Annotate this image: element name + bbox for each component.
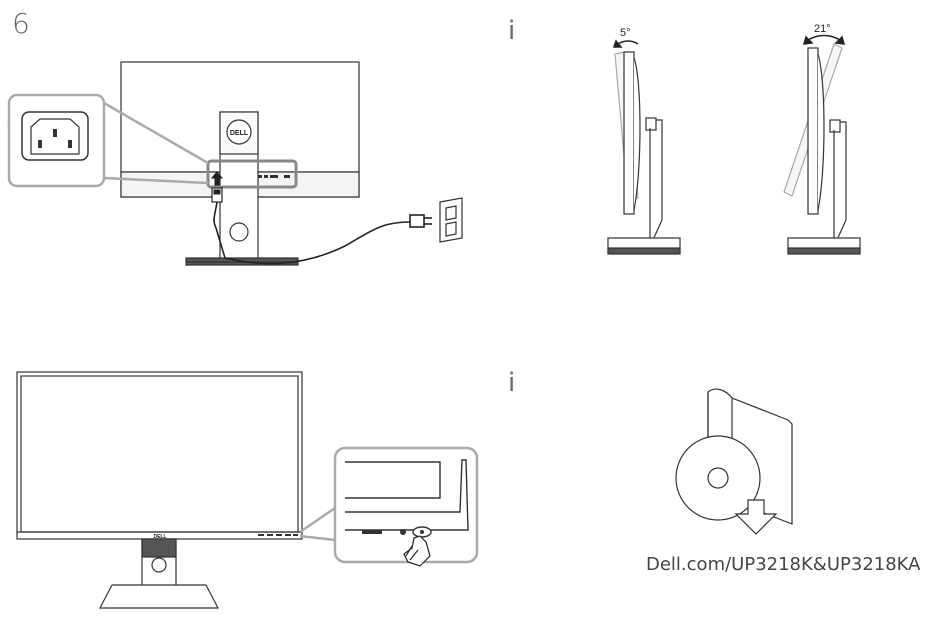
- button-callout-lines: [299, 506, 336, 542]
- download-arrow-icon: [734, 499, 778, 535]
- tilt-forward-angle-label: 5°: [620, 27, 631, 39]
- wall-outlet: [439, 197, 463, 243]
- finger-press-icon: [403, 535, 431, 567]
- documentation-illustration: [675, 388, 793, 535]
- power-connection-illustration: DELL: [7, 61, 463, 266]
- port-highlight-region: [206, 159, 298, 189]
- tilt-backward-angle-label: 21°: [814, 23, 831, 35]
- tilt-range-illustration: 5° 21°: [607, 23, 861, 255]
- documentation-url[interactable]: Dell.com/UP3218K&UP3218KA: [646, 554, 921, 575]
- power-inlet-callout: [7, 93, 106, 188]
- stand-dell-logo: DELL: [230, 130, 249, 137]
- tilt-backward-side-view: [783, 43, 861, 255]
- power-plug-arrow: [210, 171, 224, 203]
- front-stand: [99, 538, 219, 609]
- front-dell-logo: DELL: [153, 534, 166, 540]
- power-button-illustration: DELL: [16, 371, 479, 609]
- monitor-front-view: [16, 371, 303, 540]
- rear-io-ports: [258, 175, 290, 178]
- power-button-callout: [333, 446, 479, 564]
- front-control-buttons: [258, 534, 298, 536]
- tilt-backward-arrow: [802, 34, 846, 45]
- tilt-forward-arrow: [612, 39, 639, 48]
- info-marker-tilt: i: [508, 16, 516, 46]
- disc-icon: [675, 435, 761, 521]
- power-cable: [213, 201, 432, 265]
- step-number: 6: [12, 7, 30, 40]
- tilt-forward-side-view: [607, 51, 681, 255]
- info-marker-documentation: i: [508, 368, 516, 398]
- callout-lines: [103, 101, 209, 185]
